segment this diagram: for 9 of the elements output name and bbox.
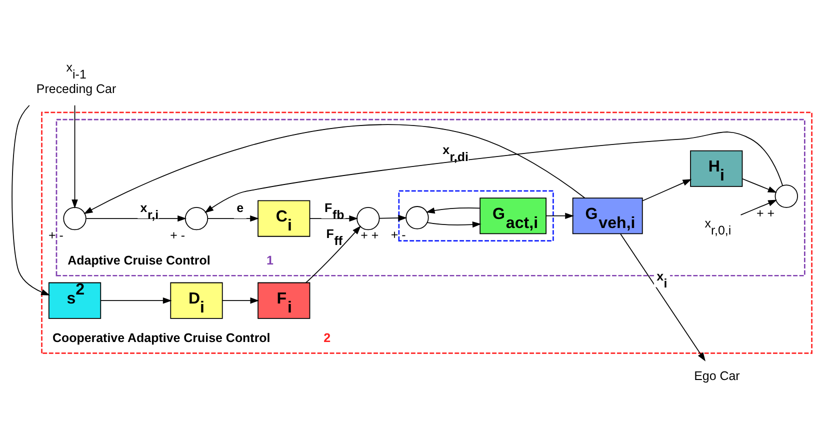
node-label: + + (756, 206, 775, 220)
edge-label: e (236, 201, 244, 216)
node-label: 2 (324, 331, 331, 346)
node-label: + + (360, 228, 379, 243)
node-label: + - (390, 228, 406, 242)
node-label: 1 (266, 254, 274, 268)
node-label: + - (48, 228, 64, 243)
node-label: + - (170, 228, 186, 243)
node-text: Ego Car (694, 369, 740, 384)
